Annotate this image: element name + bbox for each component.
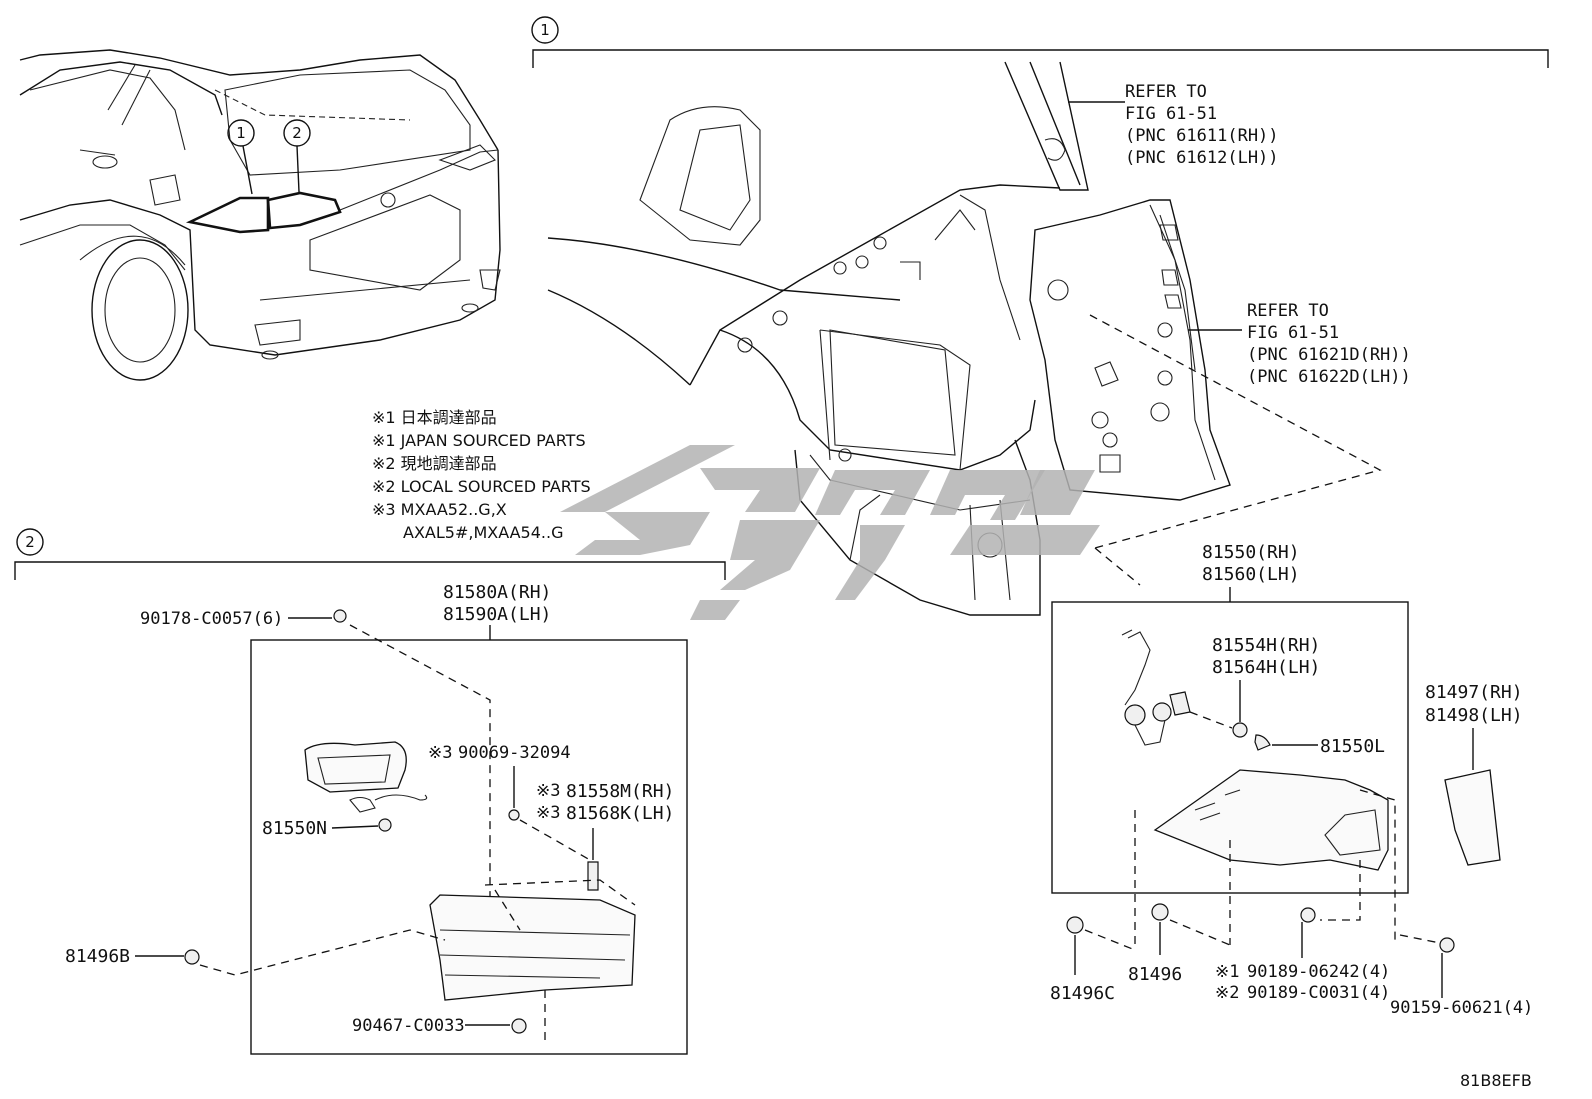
right-assembly-box: [1051, 601, 1409, 894]
socket-gasket-icon: [1232, 722, 1248, 738]
right-tail-lamp-icon: [1153, 769, 1389, 871]
left-assembly-box: [250, 639, 688, 1055]
nut-90159-icon: [1439, 937, 1455, 953]
refer-lower-line-2: FIG 61-51: [1247, 323, 1339, 343]
retainer-81496-icon: [1151, 903, 1169, 921]
section-two-callout: 2: [25, 533, 35, 551]
nut3-label: 90159-60621(4): [1390, 998, 1533, 1018]
socket-harness-icon: [1121, 629, 1191, 746]
bulb-icon: [1254, 734, 1271, 751]
note-line-2: ※1 JAPAN SOURCED PARTS: [372, 431, 586, 450]
note-line-4: ※2 LOCAL SOURCED PARTS: [372, 477, 591, 496]
retainer-81496b-label: 81496B: [65, 946, 130, 967]
retainer-81496c-icon: [1066, 916, 1084, 934]
sourcing-notes: ※1 日本調達部品 ※1 JAPAN SOURCED PARTS ※2 現地調達…: [372, 408, 591, 542]
screw-90178-label: 90178-C0057(6): [140, 609, 283, 629]
car-rear-illustration: 1 2: [19, 49, 501, 381]
bracket-rh-note: ※3: [536, 781, 560, 801]
retainer-81496b-icon: [184, 949, 200, 965]
nut2-label: 90189-C0031(4): [1247, 983, 1390, 1003]
bracket-lh-note: ※3: [536, 803, 560, 823]
nut-90467-icon: [511, 1018, 527, 1034]
refer-lower-line-1: REFER TO: [1247, 301, 1329, 321]
lamp-gasket-icon: [1444, 769, 1501, 866]
clip-90069-icon: [508, 809, 520, 821]
socket-lh-label: 81564H(LH): [1212, 657, 1320, 678]
left-assy-rh-label: 81580A(RH): [443, 582, 551, 603]
socket-rh-label: 81554H(RH): [1212, 635, 1320, 656]
lens-gasket-icon: [304, 741, 407, 793]
retainer-81496-label: 81496: [1128, 964, 1182, 985]
refer-upper-line-3: (PNC 61611(RH)): [1125, 126, 1279, 146]
car-callout-two: 2: [292, 124, 302, 142]
refer-upper: REFER TO FIG 61-51 (PNC 61611(RH)) (PNC …: [1125, 82, 1279, 168]
retainer-81496c-label: 81496C: [1050, 983, 1115, 1004]
figure-code: 81B8EFB: [1460, 1071, 1532, 1090]
left-tail-lamp-icon: [429, 879, 636, 1001]
note-line-1: ※1 日本調達部品: [372, 408, 497, 427]
bracket-icon: [587, 861, 599, 891]
refer-upper-line-1: REFER TO: [1125, 82, 1207, 102]
bracket-lh-label: 81568K(LH): [566, 803, 674, 824]
refer-lower: REFER TO FIG 61-51 (PNC 61621D(RH)) (PNC…: [1247, 301, 1411, 387]
car-callout-two-circle: [283, 119, 311, 147]
clip-90069-label: 90069-32094: [458, 743, 571, 763]
refer-lower-line-4: (PNC 61622D(LH)): [1247, 367, 1411, 387]
gasket-rh-label: 81497(RH): [1425, 682, 1523, 703]
car-callout-one-circle: [227, 119, 255, 147]
note-line-3: ※2 現地調達部品: [372, 454, 497, 473]
refer-upper-line-2: FIG 61-51: [1125, 104, 1217, 124]
watermark-logo: [560, 445, 1100, 620]
note-line-5: ※3 MXAA52..G,X: [372, 500, 507, 519]
nut-90467-label: 90467-C0033: [352, 1016, 465, 1036]
nut1-label: 90189-06242(4): [1247, 962, 1390, 982]
nut2-note: ※2: [1215, 983, 1239, 1003]
socket-81550n-label: 81550N: [262, 818, 327, 839]
nut-90189-icon: [1300, 907, 1316, 923]
nut1-note: ※1: [1215, 962, 1239, 982]
socket-81550n-icon: [378, 818, 392, 832]
right-assy-rh-label: 81550(RH): [1202, 542, 1300, 563]
note-line-6: AXAL5#,MXAA54..G: [403, 523, 563, 542]
screw-90178-icon: [333, 609, 347, 623]
gasket-lh-label: 81498(LH): [1425, 705, 1523, 726]
right-assy-lh-label: 81560(LH): [1202, 564, 1300, 585]
car-callout-one: 1: [236, 124, 246, 142]
clip-90069-note: ※3: [428, 743, 452, 763]
section-one-bracket: 1: [531, 16, 1549, 68]
bracket-rh-label: 81558M(RH): [566, 781, 674, 802]
refer-lower-line-3: (PNC 61621D(RH)): [1247, 345, 1411, 365]
left-assy-lh-label: 81590A(LH): [443, 604, 551, 625]
bulb-81550l-label: 81550L: [1320, 736, 1385, 757]
refer-upper-line-4: (PNC 61612(LH)): [1125, 148, 1279, 168]
section-one-callout: 1: [540, 21, 550, 39]
section-two-bracket: 2: [14, 528, 726, 580]
